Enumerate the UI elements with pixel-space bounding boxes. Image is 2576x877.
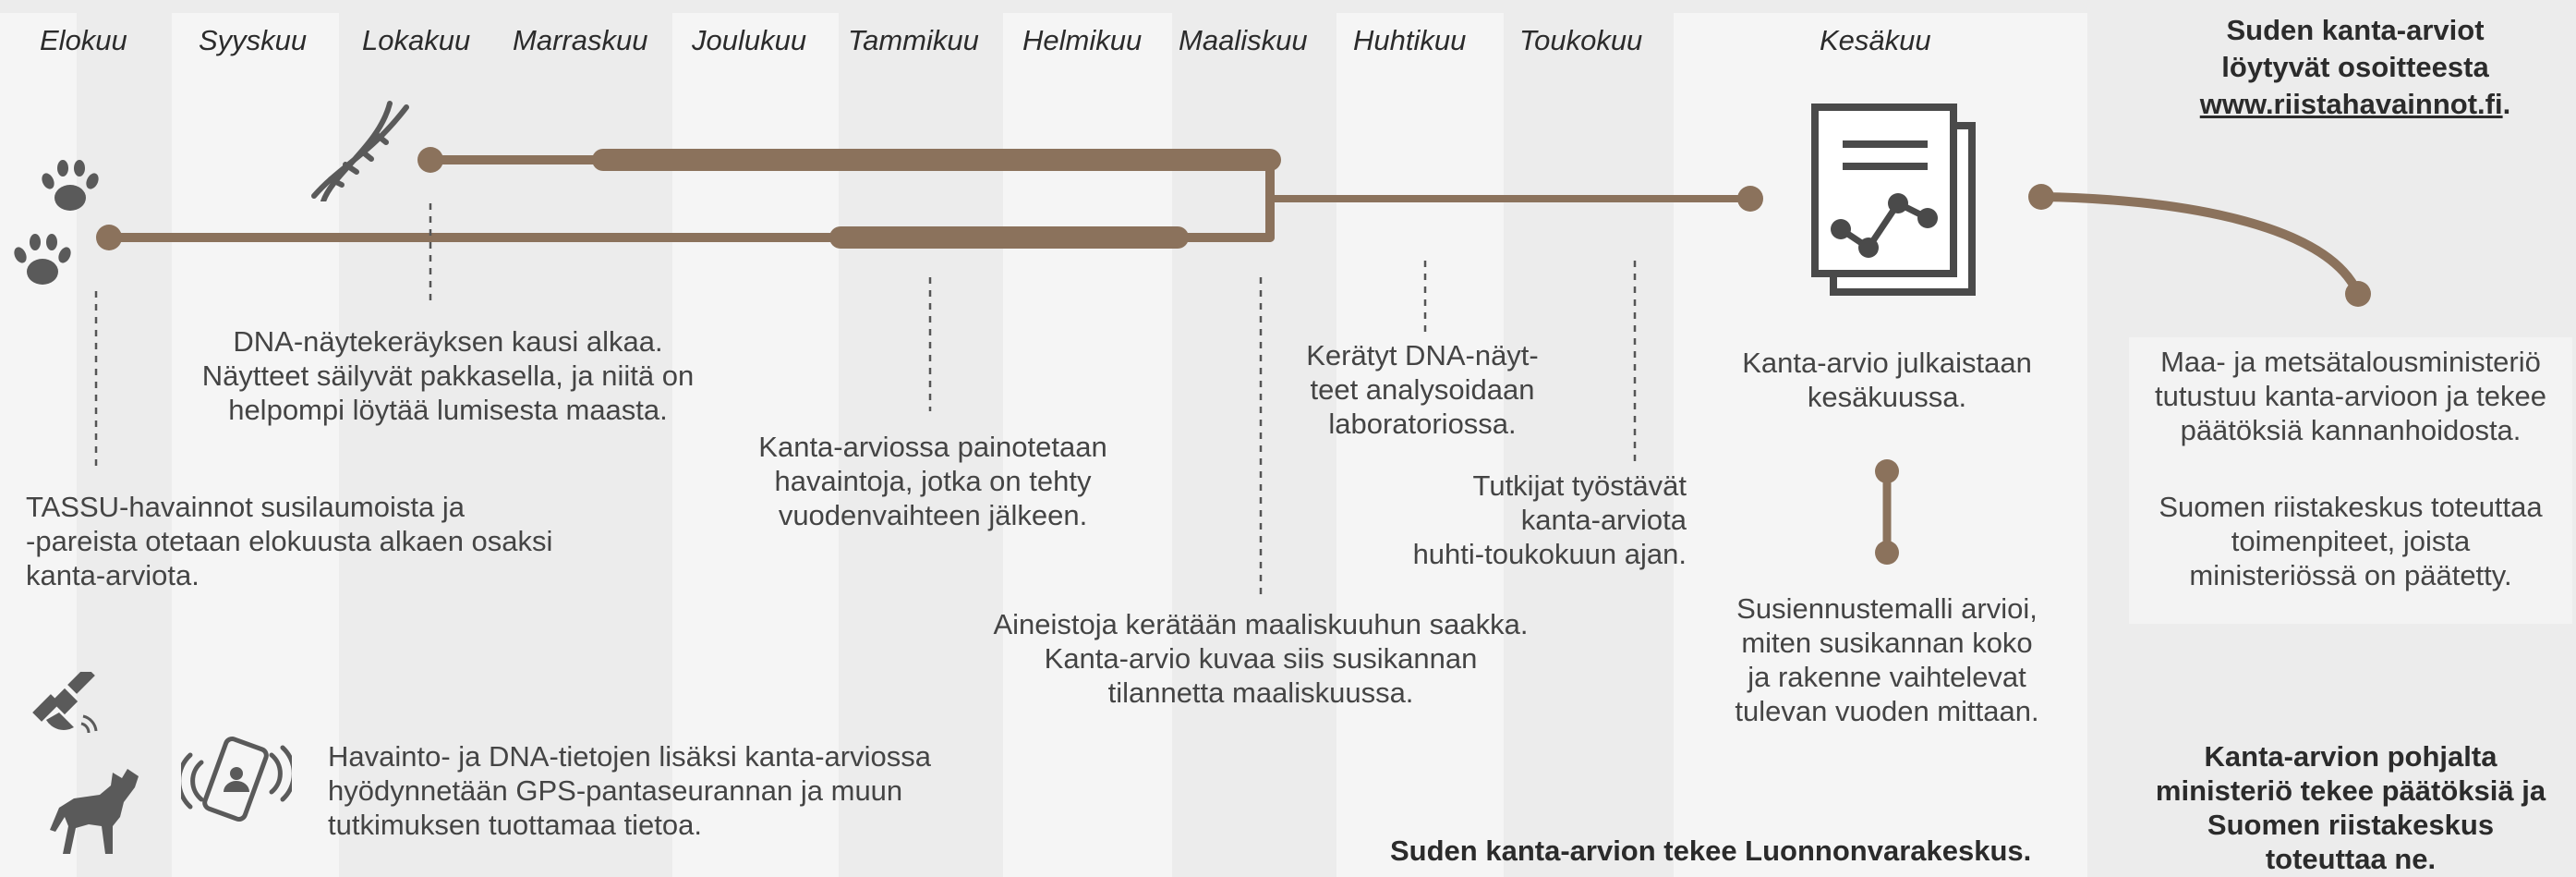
decision-panel — [2129, 337, 2572, 624]
column-lokakuu — [172, 13, 339, 877]
ennuste-line: ja rakenne vaihtelevat — [1748, 661, 2026, 693]
paw-icon — [42, 160, 99, 211]
dna-analyysi-line: teet analysoidaan — [1310, 373, 1535, 406]
month-marraskuu: Marraskuu — [513, 24, 648, 56]
tutkijat-line: kanta-arviota — [1520, 504, 1687, 536]
dna-kausi-line: Näytteet säilyvät pakkasella, ja niitä o… — [201, 359, 695, 392]
publish-dot — [2028, 184, 2054, 210]
web-link-line: www.riistahavainnot.fi. — [2143, 86, 2568, 123]
phone-icon — [181, 737, 292, 822]
riista-line: ministeriössä on päätetty. — [2189, 559, 2512, 591]
month-helmikuu: Helmikuu — [1022, 24, 1143, 56]
mmm-line: päätöksiä kannanhoidosta. — [2180, 414, 2522, 446]
aineistoja-text: Aineistoja kerätään maaliskuuhun saakka.… — [961, 607, 1561, 710]
tassu-text: TASSU-havainnot susilaumoista ja -pareis… — [26, 490, 552, 592]
riista-text: Suomen riistakeskus toteuttaa toimenpite… — [2129, 490, 2572, 592]
luke-text: Suden kanta-arvion tekee Luonnonvarakesk… — [1390, 834, 2032, 867]
ennuste-line: Susiennustemalli arvioi, — [1736, 592, 2038, 625]
column-elokuu — [0, 13, 77, 877]
tutkijat-line: huhti-toukokuun ajan. — [1412, 538, 1687, 570]
dna-analyysi-line: Kerätyt DNA-näyt- — [1306, 339, 1539, 372]
julkaistaan-line: kesäkuussa. — [1807, 381, 1967, 413]
web-link[interactable]: www.riistahavainnot.fi — [2199, 88, 2503, 120]
month-syyskuu: Syyskuu — [199, 24, 308, 56]
web-dot: . — [2502, 88, 2511, 120]
aineistoja-line: Aineistoja kerätään maaliskuuhun saakka. — [993, 608, 1529, 640]
web-info: Suden kanta-arviot löytyvät osoitteesta … — [2143, 12, 2568, 123]
dna-analyysi-line: laboratoriossa. — [1328, 408, 1517, 440]
model-bottom-dot — [1875, 541, 1899, 565]
dna-icon — [311, 101, 409, 201]
month-joulukuu: Joulukuu — [692, 24, 807, 56]
month-huhtikuu: Huhtikuu — [1353, 24, 1467, 56]
dna-start-dot — [417, 147, 443, 173]
column-toukokuu — [1504, 13, 1674, 877]
dna-analyysi-text: Kerätyt DNA-näyt- teet analysoidaan labo… — [1288, 338, 1556, 441]
model-top-dot — [1875, 459, 1899, 483]
gps-line: Havainto- ja DNA-tietojen lisäksi kanta-… — [328, 740, 931, 773]
riista-line: Suomen riistakeskus toteuttaa — [2159, 491, 2543, 523]
ministerio-text: Kanta-arvion pohjalta ministeriö tekee p… — [2129, 739, 2572, 876]
month-elokuu: Elokuu — [40, 24, 127, 56]
column-huhtikuu — [1336, 13, 1504, 877]
gps-line: tutkimuksen tuottamaa tietoa. — [328, 809, 702, 841]
to-ministry-curve — [2037, 192, 2363, 298]
column-syyskuu — [77, 13, 172, 877]
ennuste-text: Susiennustemalli arvioi, miten susikanna… — [1699, 591, 2074, 728]
wolf-icon — [50, 769, 139, 854]
report-icon — [1811, 104, 1976, 296]
dna-kausi-line: DNA-näytekeräyksen kausi alkaa. — [233, 325, 663, 358]
month-kesakuu: Kesäkuu — [1820, 24, 1931, 56]
ennuste-line: miten susikannan koko — [1741, 627, 2033, 659]
aineistoja-line: Kanta-arvio kuvaa siis susikannan — [1044, 642, 1478, 675]
painotetaan-line: Kanta-arviossa painotetaan — [758, 431, 1107, 463]
tassu-line: kanta-arviota. — [26, 559, 200, 591]
ministerio-line: toteuttaa ne. — [2265, 843, 2437, 875]
month-toukokuu: Toukokuu — [1519, 24, 1643, 56]
paw-icon — [14, 234, 71, 285]
tassu-line: TASSU-havainnot susilaumoista ja — [26, 491, 465, 523]
julkaistaan-text: Kanta-arvio julkaistaan kesäkuussa. — [1709, 346, 2065, 414]
aineistoja-line: tilannetta maaliskuussa. — [1107, 676, 1414, 709]
month-lokakuu: Lokakuu — [362, 24, 471, 56]
month-maaliskuu: Maaliskuu — [1179, 24, 1308, 56]
observation-start-dot — [96, 225, 122, 250]
julkaistaan-line: Kanta-arvio julkaistaan — [1742, 347, 2032, 379]
painotetaan-text: Kanta-arviossa painotetaan havaintoja, j… — [720, 430, 1145, 532]
tutkijat-text: Tutkijat työstävät kanta-arviota huhti-t… — [1312, 469, 1687, 571]
tutkijat-line: Tutkijat työstävät — [1472, 469, 1687, 502]
mmm-text: Maa- ja metsätalousministeriö tutustuu k… — [2129, 345, 2572, 447]
ministry-dot — [2345, 281, 2371, 307]
painotetaan-line: vuodenvaihteen jälkeen. — [778, 499, 1088, 531]
ministerio-line: ministeriö tekee päätöksiä ja — [2155, 774, 2546, 807]
web-line: löytyvät osoitteesta — [2221, 51, 2489, 83]
gps-line: hyödynnetään GPS-pantaseurannan ja muun — [328, 774, 903, 807]
riista-line: toimenpiteet, joista — [2231, 525, 2471, 557]
ennuste-line: tulevan vuoden mittaan. — [1735, 695, 2039, 727]
mmm-line: Maa- ja metsätalousministeriö — [2160, 346, 2541, 378]
dna-kausi-line: helpompi löytää lumisesta maasta. — [228, 394, 668, 426]
month-tammikuu: Tammikuu — [848, 24, 979, 56]
ministerio-line: Kanta-arvion pohjalta — [2204, 740, 2497, 773]
report-dot — [1737, 186, 1763, 212]
web-line: Suden kanta-arviot — [2226, 14, 2485, 46]
dna-kausi-text: DNA-näytekeräyksen kausi alkaa. Näytteet… — [171, 324, 725, 427]
gps-text: Havainto- ja DNA-tietojen lisäksi kanta-… — [328, 739, 931, 842]
mmm-line: tutustuu kanta-arvioon ja tekee — [2155, 380, 2546, 412]
satellite-icon — [32, 672, 98, 734]
painotetaan-line: havaintoja, jotka on tehty — [774, 465, 1092, 497]
ministerio-line: Suomen riistakeskus — [2207, 809, 2495, 841]
tassu-line: -pareista otetaan elokuusta alkaen osaks… — [26, 525, 553, 557]
